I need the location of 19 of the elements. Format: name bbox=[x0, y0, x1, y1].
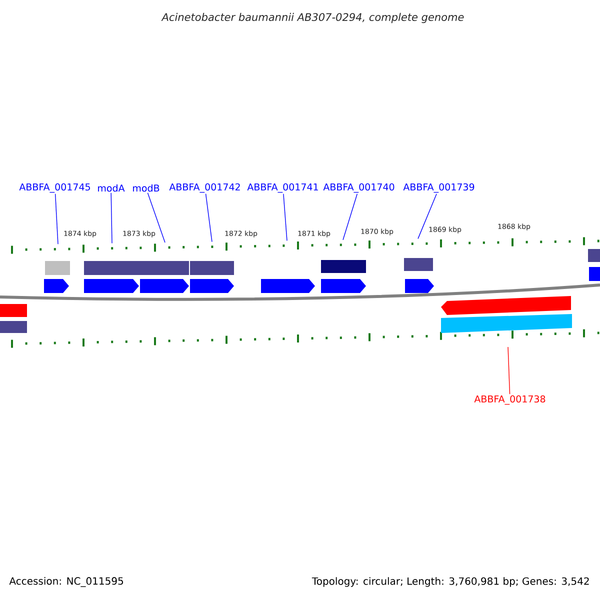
leader-line bbox=[418, 194, 437, 240]
gene-label: modB bbox=[133, 184, 160, 192]
leader-line bbox=[54, 194, 58, 244]
leader-line bbox=[508, 346, 510, 394]
leader-line bbox=[147, 192, 166, 243]
leader-line bbox=[205, 194, 212, 242]
leader-line bbox=[342, 194, 358, 240]
gene-label: ABBFA_001739 bbox=[403, 183, 474, 193]
gene-label: ABBFA_001745 bbox=[19, 183, 90, 193]
leader-line bbox=[283, 194, 288, 242]
footer-text: Topology: circular; Length: 3,760,981 bp; Genes: 3,542 bbox=[312, 577, 589, 587]
gene-label: ABBFA_001742 bbox=[169, 183, 240, 193]
gene-label: ABBFA_001738 bbox=[474, 395, 546, 405]
leader-line bbox=[110, 192, 112, 244]
footer-text: Accession: NC_011595 bbox=[9, 577, 124, 587]
gene-label: ABBFA_001740 bbox=[323, 183, 394, 193]
gene-label: ABBFA_001741 bbox=[247, 183, 318, 193]
gene-label: modA bbox=[98, 184, 125, 192]
title: Acinetobacter baumannii AB307-0294, complete genome bbox=[161, 12, 464, 24]
